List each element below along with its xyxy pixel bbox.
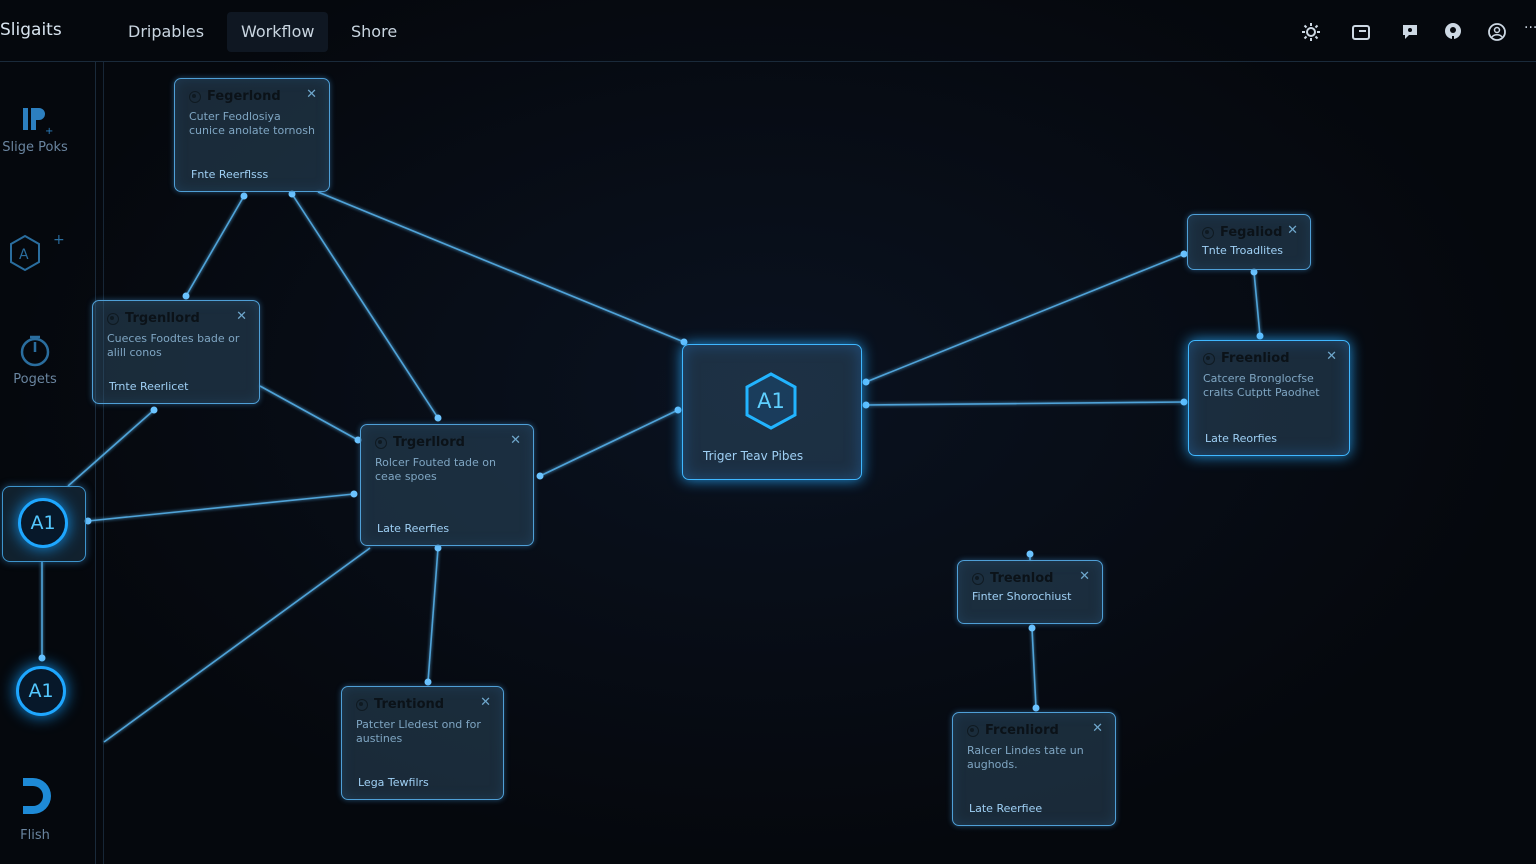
workflow-node[interactable]: Frcenliord ✕ Ralcer Lindes tate un augho… bbox=[952, 712, 1116, 826]
node-title: Fegerlond bbox=[207, 89, 281, 104]
sidebar-item-pogets[interactable]: Pogets bbox=[0, 334, 70, 387]
node-type-icon bbox=[1202, 226, 1214, 239]
settings-icon[interactable] bbox=[1301, 22, 1321, 42]
app-brand: Sligaits bbox=[0, 20, 62, 40]
sidebar-item-slige-poks[interactable]: + Slige Poks bbox=[0, 106, 70, 155]
edge bbox=[865, 253, 1185, 383]
workflow-node[interactable]: Trgenllord ✕ Cueces Foodtes bade or alil… bbox=[92, 300, 260, 404]
node-description: Catcere Bronglocfse cralts Cutptt Paodhe… bbox=[1203, 372, 1320, 399]
node-link[interactable]: Lega Tewfilrs bbox=[358, 776, 429, 789]
node-link[interactable]: Late Reorfies bbox=[1205, 432, 1278, 445]
node-link[interactable]: Tnte Troadlites bbox=[1202, 244, 1284, 257]
flow-d-icon bbox=[23, 778, 51, 814]
sidebar-item-label: Flish bbox=[20, 828, 50, 843]
node-link[interactable]: Late Reerfiee bbox=[969, 802, 1043, 815]
node-title: Trentiond bbox=[374, 697, 445, 712]
close-icon[interactable]: ✕ bbox=[1079, 569, 1090, 584]
profile-icon[interactable] bbox=[1487, 22, 1507, 42]
node-description: Cuter Feodlosiya cunice anolate tornosh bbox=[189, 110, 315, 137]
chat-icon[interactable] bbox=[1400, 22, 1420, 42]
sidebar-item-hexagon[interactable]: A + bbox=[0, 232, 70, 282]
svg-text:+: + bbox=[45, 126, 53, 136]
node-title: Trgenllord bbox=[125, 311, 200, 326]
edge bbox=[103, 547, 371, 743]
help-icon[interactable] bbox=[1443, 22, 1463, 42]
close-icon[interactable]: ✕ bbox=[1326, 349, 1337, 364]
sidebar-divider bbox=[103, 62, 104, 864]
node-link[interactable]: Trnte Reerlicet bbox=[109, 380, 189, 393]
node-link[interactable]: Triger Teav Pibes bbox=[703, 449, 804, 463]
node-title: Fegaliod bbox=[1220, 225, 1283, 240]
overflow-menu[interactable]: ··· bbox=[1524, 20, 1536, 36]
node-type-icon bbox=[107, 312, 119, 325]
node-type-icon bbox=[972, 572, 984, 585]
ai-hexagon-icon: A1 bbox=[741, 371, 801, 431]
folder-icon[interactable] bbox=[1351, 22, 1371, 42]
node-title: Treenlod bbox=[990, 571, 1054, 586]
tab-workflow[interactable]: Workflow bbox=[227, 12, 329, 52]
node-type-icon bbox=[375, 436, 387, 449]
workflow-node[interactable]: Freenliod ✕ Catcere Bronglocfse cralts C… bbox=[1188, 340, 1350, 456]
close-icon[interactable]: ✕ bbox=[306, 87, 317, 102]
node-description: Rolcer Fouted tade on ceae spoes bbox=[375, 456, 496, 483]
close-icon[interactable]: ✕ bbox=[1092, 721, 1103, 736]
close-icon[interactable]: ✕ bbox=[236, 309, 247, 324]
left-sidebar: + Slige Poks A + Pogets Flish bbox=[0, 62, 96, 864]
node-type-icon bbox=[1203, 352, 1215, 365]
node-title: Frcenliord bbox=[985, 723, 1059, 738]
node-link[interactable]: Late Reerfies bbox=[377, 522, 450, 535]
workflow-node[interactable]: Fegaliod ✕ Tnte Troadlites bbox=[1187, 214, 1311, 270]
node-title: Freenliod bbox=[1221, 351, 1290, 366]
edge bbox=[865, 401, 1185, 406]
edge bbox=[259, 385, 359, 441]
edge bbox=[1031, 627, 1037, 709]
workflow-node[interactable]: Trgerllord ✕ Rolcer Fouted tade on ceae … bbox=[360, 424, 534, 546]
sidebar-item-label: Pogets bbox=[13, 372, 57, 387]
edge bbox=[291, 193, 439, 419]
close-icon[interactable]: ✕ bbox=[480, 695, 491, 710]
ai-badge[interactable]: A1 bbox=[16, 666, 66, 716]
ai-badge[interactable]: A1 bbox=[18, 498, 68, 548]
node-description: Ralcer Lindes tate un aughods. bbox=[967, 744, 1084, 771]
edge bbox=[185, 195, 245, 297]
node-description: Patcter Lledest ond for austines bbox=[356, 718, 481, 745]
ip-logo-icon: + bbox=[23, 108, 53, 136]
workflow-node[interactable]: Treenlod ✕ Finter Shorochiust bbox=[957, 560, 1103, 624]
tab-shore[interactable]: Shore bbox=[351, 22, 398, 41]
close-icon[interactable]: ✕ bbox=[510, 433, 521, 448]
edge bbox=[317, 191, 685, 343]
sidebar-item-label: Slige Poks bbox=[2, 140, 68, 155]
clock-icon bbox=[20, 335, 50, 367]
edge bbox=[1253, 271, 1261, 337]
sidebar-item-flish[interactable]: Flish bbox=[0, 774, 70, 843]
close-icon[interactable]: ✕ bbox=[1287, 223, 1298, 238]
svg-text:A: A bbox=[19, 247, 29, 263]
node-link[interactable]: Finter Shorochiust bbox=[972, 590, 1072, 603]
node-title: Trgerllord bbox=[393, 435, 465, 450]
svg-text:+: + bbox=[53, 232, 65, 248]
node-type-icon bbox=[967, 724, 979, 737]
workflow-node[interactable]: Trentiond ✕ Patcter Lledest ond for aust… bbox=[341, 686, 504, 800]
edge bbox=[87, 493, 355, 522]
hexagon-a-icon: A + bbox=[10, 232, 65, 272]
top-bar: Sligaits Dripables Workflow Shore ··· bbox=[0, 0, 1536, 62]
tab-dripables[interactable]: Dripables bbox=[128, 22, 205, 41]
node-link[interactable]: Fnte Reerflsss bbox=[191, 168, 269, 181]
edge bbox=[539, 409, 679, 477]
node-description: Cueces Foodtes bade or alill conos bbox=[107, 332, 240, 359]
node-type-icon bbox=[356, 698, 368, 711]
ai-badge-label: A1 bbox=[757, 389, 785, 413]
node-type-icon bbox=[189, 90, 201, 103]
central-ai-node[interactable]: A1 Triger Teav Pibes bbox=[682, 344, 862, 480]
edge bbox=[427, 547, 439, 683]
workflow-node[interactable]: Fegerlond ✕ Cuter Feodlosiya cunice anol… bbox=[174, 78, 330, 192]
